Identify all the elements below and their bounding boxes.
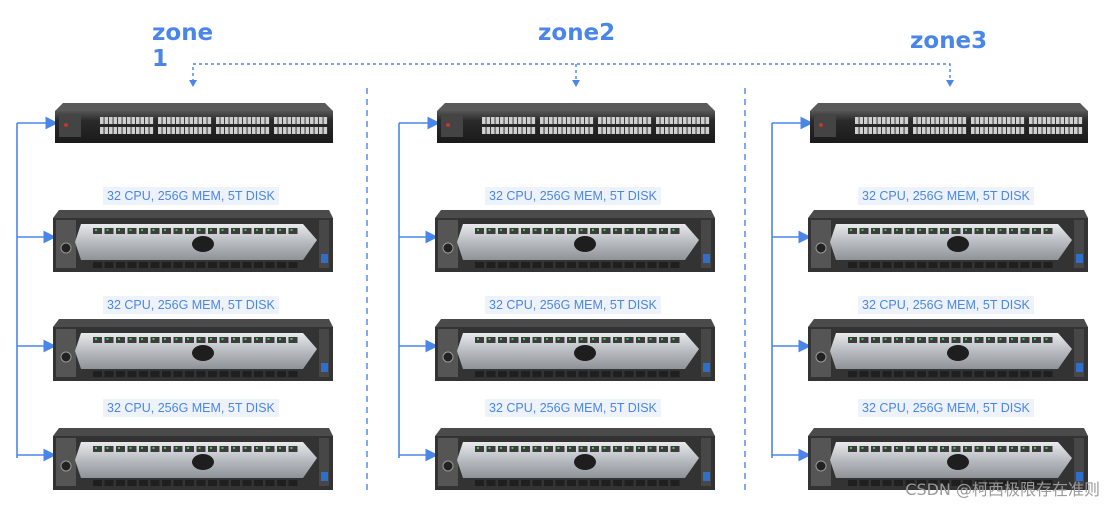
zone2-server-1	[435, 210, 715, 272]
zone2-server-2	[435, 319, 715, 381]
zone3-server-1-spec-label: 32 CPU, 256G MEM, 5T DISK	[858, 187, 1034, 205]
watermark-text: CSDN @柯西极限存在准则	[905, 480, 1100, 499]
zone2-server-2-spec-label: 32 CPU, 256G MEM, 5T DISK	[485, 296, 661, 314]
zone2-uplink-arrow	[572, 80, 580, 87]
zone3-title: zone3	[910, 28, 988, 54]
zone1-server-3	[53, 428, 333, 490]
zone1-server-1-spec-label: 32 CPU, 256G MEM, 5T DISK	[103, 187, 279, 205]
zone1-server-1	[53, 210, 333, 272]
zone2-switch	[437, 103, 715, 143]
zone1-switch	[55, 103, 333, 143]
zone1-server-2	[53, 319, 333, 381]
zone2-title: zone2	[538, 20, 616, 46]
zone3-server-3	[808, 428, 1088, 490]
zone3-server-2	[808, 319, 1088, 381]
zone3-switch	[810, 103, 1088, 143]
zone3-server-3-spec-label: 32 CPU, 256G MEM, 5T DISK	[858, 399, 1034, 417]
zone1-title: zone 1	[152, 20, 214, 72]
zone3-server-1	[808, 210, 1088, 272]
zone1-uplink-arrow	[189, 80, 197, 87]
zone3-uplink-arrow	[946, 80, 954, 87]
zone2-server-3	[435, 428, 715, 490]
zone2-server-3-spec-label: 32 CPU, 256G MEM, 5T DISK	[485, 399, 661, 417]
zone3-server-2-spec-label: 32 CPU, 256G MEM, 5T DISK	[858, 296, 1034, 314]
zone2-server-1-spec-label: 32 CPU, 256G MEM, 5T DISK	[485, 187, 661, 205]
zone1-server-2-spec-label: 32 CPU, 256G MEM, 5T DISK	[103, 296, 279, 314]
zone1-server-3-spec-label: 32 CPU, 256G MEM, 5T DISK	[103, 399, 279, 417]
zone-interconnect-line	[192, 63, 951, 82]
